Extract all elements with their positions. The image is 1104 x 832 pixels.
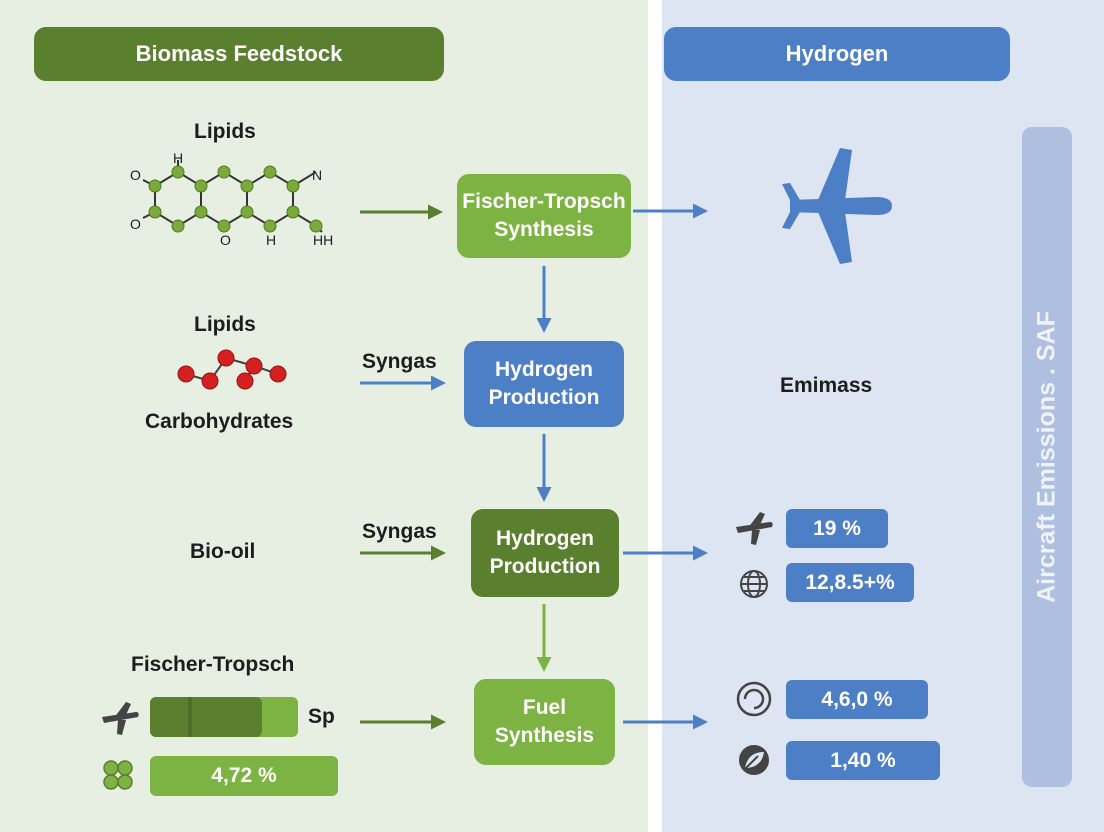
metric-value: 4,6,0 %	[786, 680, 928, 719]
lipid-atoms	[148, 165, 323, 233]
carbohydrates-label: Carbohydrates	[145, 410, 294, 433]
metric-value: 19 %	[786, 509, 888, 548]
globe-icon	[740, 570, 768, 598]
cycle-icon	[736, 681, 772, 717]
bio-oil-label: Bio-oil	[190, 540, 256, 563]
vertical-label-bar	[1022, 127, 1072, 787]
lipids-label-2: Lipids	[194, 313, 256, 336]
atom-label-o: O	[130, 216, 141, 232]
syngas-label: Syngas	[362, 350, 437, 373]
bar-label: Sp	[308, 705, 335, 728]
progress-bar-fill	[150, 697, 262, 737]
carbohydrate-molecule-icon	[177, 349, 287, 390]
metric-value: 12,8.5+%	[786, 563, 914, 602]
atom-label-h: H	[266, 232, 277, 248]
lipids-label: Lipids	[194, 120, 256, 143]
atom-label-n: N	[312, 167, 323, 183]
clover-icon	[103, 760, 133, 790]
lipid-molecule-icon	[142, 160, 323, 233]
atom-label-h: H	[173, 150, 184, 166]
aircraft-icon	[782, 148, 892, 264]
plane-icon	[736, 512, 773, 545]
fischer-tropsch-label: Fischer-Tropsch	[131, 653, 295, 676]
atom-label-hh: HH	[313, 232, 334, 248]
metric-value: 1,40 %	[786, 741, 940, 780]
panel-divider	[648, 0, 662, 832]
hydrogen-header: Hydrogen	[664, 27, 1010, 81]
progress-bar-segment	[188, 697, 192, 737]
syngas-label-2: Syngas	[362, 520, 437, 543]
leaf-icon	[739, 745, 769, 775]
percent-bar: 4,72 %	[150, 756, 338, 796]
biomass-feedstock-header: Biomass Feedstock	[34, 27, 444, 81]
atom-label-o: O	[130, 167, 141, 183]
emimass-label: Emimass	[780, 374, 873, 397]
atom-label-o: O	[220, 232, 231, 248]
plane-icon-2	[102, 702, 139, 735]
